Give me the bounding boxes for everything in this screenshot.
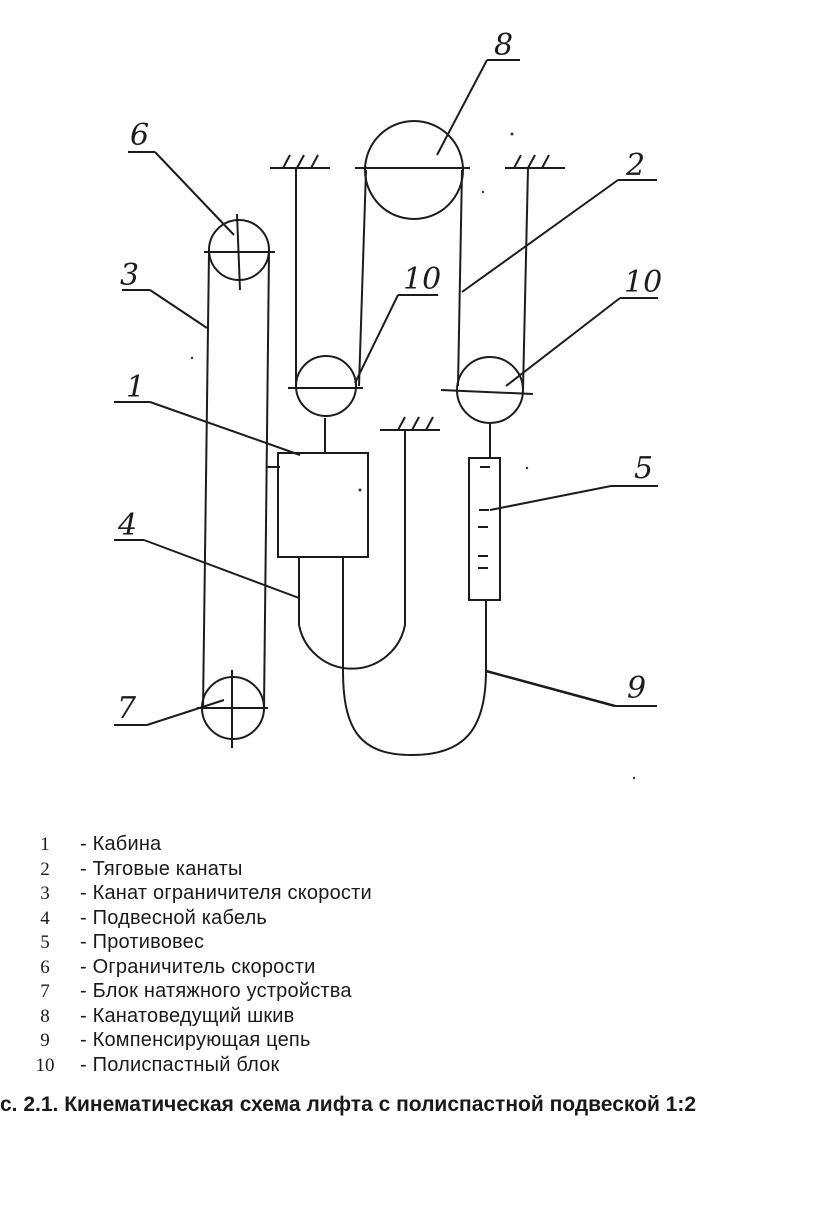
callout-4: 4 xyxy=(117,508,137,543)
legend-text: - Полиспастный блок xyxy=(80,1053,280,1076)
scan-specks xyxy=(190,132,636,780)
legend-item: 9 - Компенсирующая цепь xyxy=(28,1028,372,1053)
callout-1: 1 xyxy=(126,370,145,405)
legend-number: 5 xyxy=(40,932,50,953)
legend-text: - Компенсирующая цепь xyxy=(80,1029,311,1051)
callout-6: 6 xyxy=(130,118,149,153)
legend-text: - Канат ограничителя скорости xyxy=(80,882,372,904)
suspension-cable xyxy=(298,430,406,670)
callout-2: 2 xyxy=(625,148,645,183)
speed-limiter-pulley xyxy=(204,213,275,291)
legend-text: - Противовес xyxy=(80,931,205,953)
legend-number: 2 xyxy=(40,858,50,880)
traction-sheave xyxy=(355,120,470,220)
legend-text: - Канатоведущий шкив xyxy=(80,1004,295,1027)
compensating-chain xyxy=(342,557,487,757)
callout-10-left: 10 xyxy=(403,262,441,297)
legend-item: 7 - Блок натяжного устройства xyxy=(28,979,372,1004)
legend-item: 1 - Кабина xyxy=(28,832,372,857)
legend-item: 4 - Подвесной кабель xyxy=(28,906,372,931)
counterweight xyxy=(468,457,501,601)
callout-10-right: 10 xyxy=(624,265,662,300)
legend-item: 6 - Ограничитель скорости xyxy=(28,955,372,980)
legend-number: 4 xyxy=(40,907,50,929)
legend: 1 - Кабина 2 - Тяговые канаты 3 - Канат огр… xyxy=(28,832,372,1077)
callout-9: 9 xyxy=(627,671,646,706)
callout-7: 7 xyxy=(117,691,137,726)
legend-text: - Подвесной кабель xyxy=(80,906,268,929)
elevator-kinematic-diagram: 1 2 3 4 5 6 7 8 9 10 10 xyxy=(114,28,662,780)
legend-number: 3 xyxy=(40,883,50,904)
legend-text: - Кабина xyxy=(80,833,162,855)
callout-3: 3 xyxy=(120,258,139,293)
legend-text: - Тяговые канаты xyxy=(80,857,243,880)
legend-number: 10 xyxy=(35,1054,55,1076)
callout-8: 8 xyxy=(494,28,513,63)
ceiling-anchor-left xyxy=(270,154,330,169)
cabin xyxy=(277,452,369,558)
legend-item: 2 - Тяговые канаты xyxy=(28,857,372,882)
ceiling-anchor-right xyxy=(505,154,565,169)
figure-caption: с. 2.1. Кинематическая схема лифта с пол… xyxy=(0,1093,697,1116)
legend-item: 10 - Полиспастный блок xyxy=(28,1053,372,1078)
tension-device-pulley xyxy=(197,670,268,748)
legend-item: 8 - Канатоведущий шкив xyxy=(28,1004,372,1029)
legend-number: 9 xyxy=(40,1030,50,1051)
cable-anchor xyxy=(380,416,440,431)
legend-text: - Ограничитель скорости xyxy=(80,955,316,978)
legend-number: 1 xyxy=(40,834,50,855)
legend-item: 5 - Противовес xyxy=(28,930,372,955)
speed-limiter-rope xyxy=(202,251,280,709)
polyspast-pulley-left xyxy=(288,355,363,452)
callout-5: 5 xyxy=(634,451,653,486)
legend-number: 8 xyxy=(40,1005,50,1027)
polyspast-pulley-right xyxy=(440,356,534,458)
legend-number: 7 xyxy=(40,981,50,1002)
traction-ropes xyxy=(295,167,529,391)
leader-lines xyxy=(114,59,658,726)
legend-text: - Блок натяжного устройства xyxy=(80,980,352,1002)
legend-item: 3 - Канат ограничителя скорости xyxy=(28,881,372,906)
legend-number: 6 xyxy=(40,956,50,978)
